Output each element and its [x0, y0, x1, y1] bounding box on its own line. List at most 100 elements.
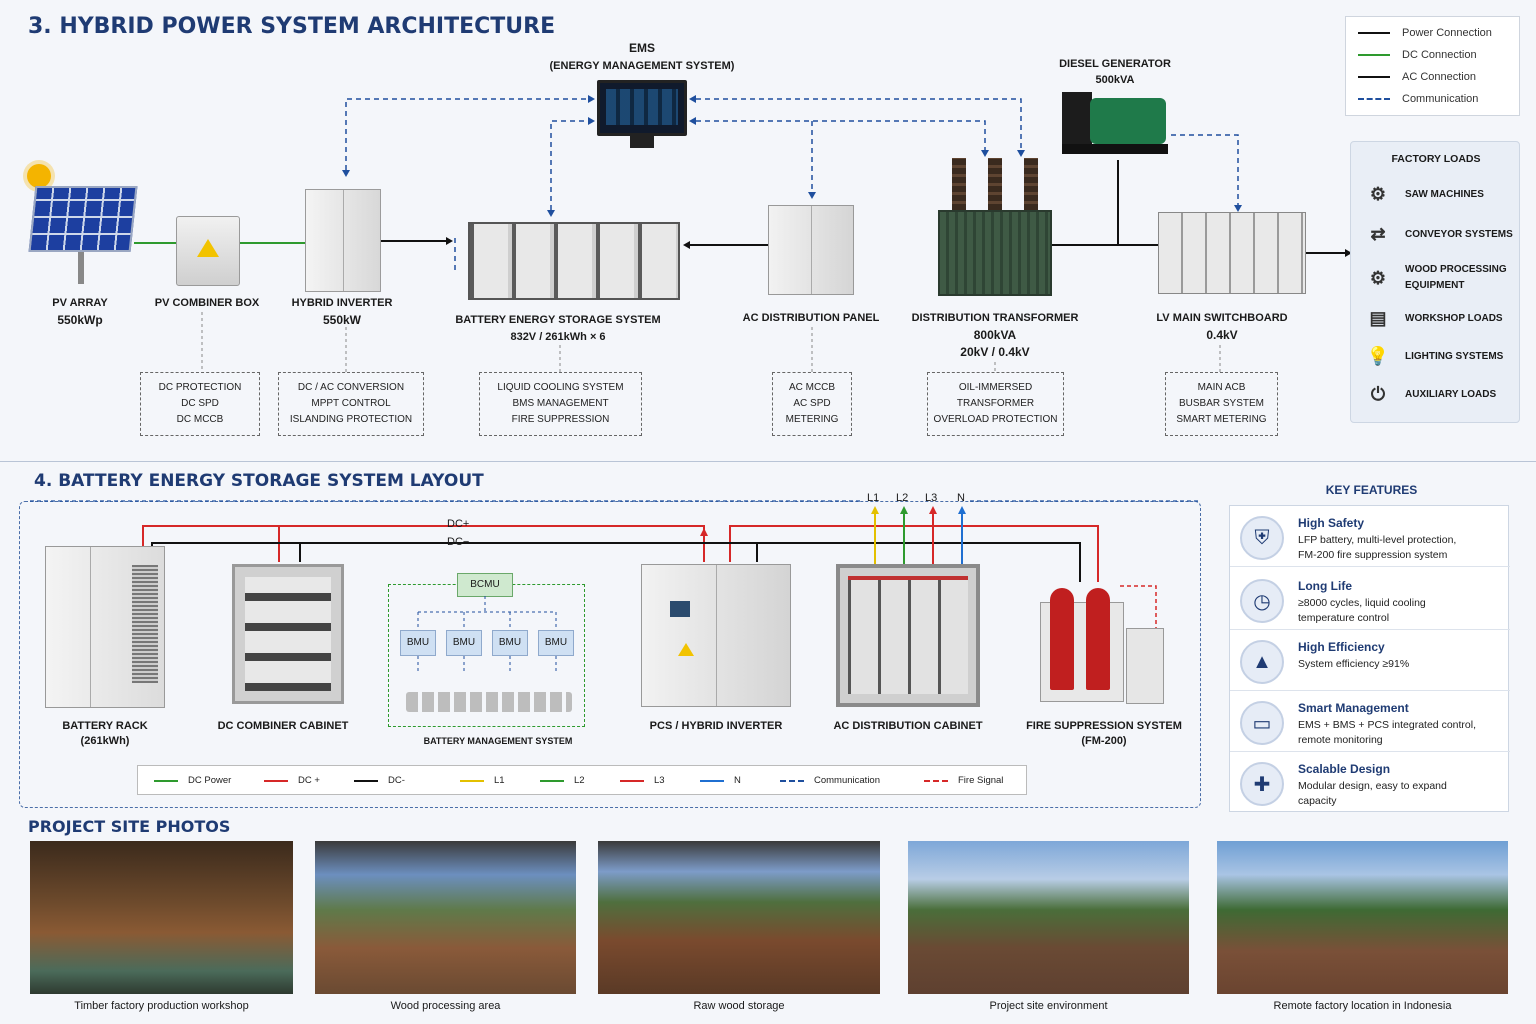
bmu-box-1: BMU: [400, 630, 436, 656]
bl-legend-dc-minus: DC-: [354, 775, 405, 786]
lv-switchboard-image: [1158, 212, 1306, 294]
photo-caption-1: Timber factory production workshop: [74, 1000, 249, 1012]
monitor-icon: ▭: [1240, 701, 1284, 745]
key-features-title: KEY FEATURES: [1325, 483, 1418, 497]
hybrid-inverter-image: [305, 189, 381, 292]
diesel-generator-image: [1062, 92, 1168, 156]
photo-timber-workshop: [30, 841, 293, 994]
legend-communication: Communication: [1358, 93, 1478, 105]
pv-array-label: PV ARRAY: [52, 297, 108, 309]
battery-rack-label: BATTERY RACK: [62, 720, 148, 732]
bess-layout-wiring: [30, 500, 1200, 630]
load-conveyor: ⇄CONVEYOR SYSTEMS: [1363, 222, 1512, 246]
photos-title: PROJECT SITE PHOTOS: [28, 817, 231, 836]
chart-up-icon: ▲: [1240, 640, 1284, 684]
battery-rack-image: [45, 546, 165, 708]
workshop-icon: ▤: [1369, 307, 1387, 328]
solar-panel-image: [28, 186, 138, 252]
bus-label-l2: L2: [896, 492, 909, 504]
photo-raw-wood-storage: [598, 841, 880, 994]
bl-legend-l2: L2: [540, 775, 585, 786]
pcs-label: PCS / HYBRID INVERTER: [649, 720, 783, 732]
diesel-name: DIESEL GENERATOR: [1059, 58, 1171, 70]
battery-rack-spec: (261kWh): [80, 735, 130, 747]
dc-combiner-cabinet-image: [232, 564, 344, 704]
bess-containers-image: [468, 222, 680, 300]
bmu-box-2: BMU: [446, 630, 482, 656]
bus-label-l1: L1: [867, 492, 880, 504]
bl-legend-l1: L1: [460, 775, 505, 786]
pv-combiner-label: PV COMBINER BOX: [154, 297, 260, 309]
lv-switchboard-label: LV MAIN SWITCHBOARD: [1156, 312, 1288, 324]
photo-remote-location: [1217, 841, 1508, 994]
saw-icon: ⚙: [1369, 183, 1387, 204]
hybrid-inverter-spec: 550kW: [322, 313, 362, 327]
pcs-inverter-image: [641, 564, 791, 707]
solar-panel-post: [78, 252, 84, 284]
feature-smart-management: ▭ Smart Management EMS + BMS + PCS integ…: [1230, 691, 1510, 752]
load-lighting: 💡LIGHTING SYSTEMS: [1363, 344, 1504, 368]
conveyor-icon: ⇄: [1370, 223, 1386, 244]
plug-icon: ⏻: [1370, 383, 1386, 404]
ems-title: EMS: [628, 41, 655, 55]
fire-suppression-spec: (FM-200): [1081, 735, 1127, 747]
photo-caption-4: Project site environment: [989, 1000, 1108, 1012]
hybrid-inverter-label: HYBRID INVERTER: [291, 297, 393, 309]
sun-icon: [27, 164, 51, 188]
lv-switchboard-spec: 0.4kV: [1206, 328, 1238, 342]
pv-combiner-box-image: [176, 216, 240, 286]
ems-subtitle: (ENERGY MANAGEMENT SYSTEM): [549, 60, 735, 72]
ac-cabinet-label: AC DISTRIBUTION CABINET: [833, 720, 983, 732]
bcmu-box: BCMU: [457, 573, 513, 597]
connection-legend: Power Connection DC Connection AC Connec…: [1345, 16, 1520, 116]
feature-high-efficiency: ▲ High Efficiency System efficiency ≥91%: [1230, 630, 1510, 691]
factory-loads-panel: FACTORY LOADS ⚙SAW MACHINES ⇄CONVEYOR SY…: [1350, 141, 1520, 423]
shield-icon: ⛨: [1240, 516, 1284, 560]
feature-long-life: ◷ Long Life ≥8000 cycles, liquid cooling…: [1230, 569, 1510, 630]
photo-caption-3: Raw wood storage: [693, 1000, 785, 1012]
photo-caption-5: Remote factory location in Indonesia: [1273, 1000, 1452, 1012]
bess-layout-frame: [19, 501, 1201, 808]
photo-wood-processing: [315, 841, 576, 994]
legend-power: Power Connection: [1358, 27, 1492, 39]
bl-legend-dc-power: DC Power: [154, 775, 231, 786]
load-workshop: ▤WORKSHOP LOADS: [1363, 306, 1502, 330]
bmu-box-4: BMU: [538, 630, 574, 656]
transformer-label: DISTRIBUTION TRANSFORMER: [911, 312, 1079, 324]
legend-ac: AC Connection: [1358, 71, 1476, 83]
ems-monitor: [597, 80, 687, 136]
cycle-icon: ◷: [1240, 579, 1284, 623]
diesel-rating: 500kVA: [1095, 74, 1135, 86]
transformer-voltage: 20kV / 0.4kV: [960, 345, 1030, 359]
fire-suppression-label: FIRE SUPPRESSION SYSTEM: [1026, 720, 1182, 732]
load-auxiliary: ⏻AUXILIARY LOADS: [1363, 382, 1496, 406]
legend-dc: DC Connection: [1358, 49, 1477, 61]
bess-wiring-legend: DC Power DC + DC- L1 L2 L3 N Communicati…: [137, 765, 1027, 795]
pv-array-spec: 550kWp: [57, 313, 103, 327]
bms-links: [417, 596, 557, 672]
ac-panel-label: AC DISTRIBUTION PANEL: [742, 312, 880, 324]
transformer-image: [938, 158, 1052, 296]
bms-label: BATTERY MANAGEMENT SYSTEM: [423, 736, 573, 746]
puzzle-icon: ✚: [1240, 762, 1284, 806]
feature-scalable-design: ✚ Scalable Design Modular design, easy t…: [1230, 752, 1510, 813]
load-saw-machines: ⚙SAW MACHINES: [1363, 182, 1484, 206]
fire-suppression-image: [1040, 576, 1164, 706]
bulb-icon: 💡: [1366, 345, 1390, 366]
bl-legend-dc-plus: DC +: [264, 775, 320, 786]
gears-icon: ⚙: [1369, 267, 1387, 288]
bl-legend-l3: L3: [620, 775, 665, 786]
bess-spec: 832V / 261kWh × 6: [510, 331, 606, 343]
bl-legend-communication: Communication: [780, 775, 880, 786]
bess-label: BATTERY ENERGY STORAGE SYSTEM: [455, 314, 661, 326]
bl-legend-fire-signal: Fire Signal: [924, 775, 1003, 786]
ac-distribution-panel-image: [768, 205, 854, 295]
photo-site-environment: [908, 841, 1189, 994]
ac-distribution-cabinet-image: [836, 564, 980, 707]
battery-cells-image: [406, 692, 572, 712]
